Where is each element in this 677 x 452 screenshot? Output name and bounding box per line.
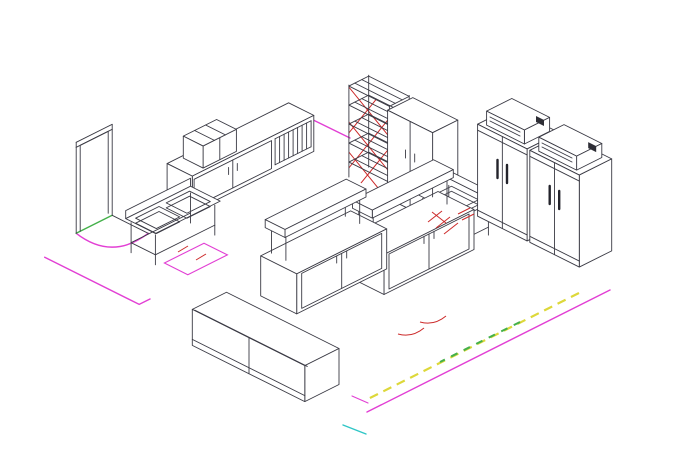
door-head-inner: [79, 130, 109, 146]
red-ticks-near-double-sink: [177, 245, 207, 261]
sink-bowl-1: [165, 190, 211, 219]
fridge-2-end-face: [578, 158, 613, 268]
door-leaf-line: [111, 214, 149, 234]
wall-line-magenta-left: [44, 256, 151, 306]
aisle-line-yellow-dashed: [367, 292, 580, 400]
worktable-1-overshelf: [264, 178, 367, 261]
low-cabinet-top-edge: [194, 309, 308, 367]
fridge-2-condenser: [538, 124, 603, 171]
sink-bowl-2: [135, 206, 181, 234]
fridge-1-condenser-motor: [536, 116, 544, 126]
red-hatch-near-sink-table: [427, 210, 459, 235]
worktable-2-doors: [388, 213, 470, 290]
floor-tick-magenta: [351, 395, 369, 404]
red-swing-arcs-near-worktable: [397, 315, 447, 336]
double-sink: [125, 177, 221, 266]
fridge-1-condenser: [486, 98, 551, 145]
worktable-1-doors: [301, 232, 383, 309]
fridge-2-condenser-motor: [588, 142, 597, 153]
door-head-cap: [75, 123, 113, 143]
vent-grille: [274, 120, 312, 166]
worktable-1: [260, 178, 388, 315]
floor-outline-magenta-sink: [163, 242, 229, 276]
door-swing-arc: [75, 232, 149, 248]
low-cabinet: [191, 291, 340, 403]
red-annotations: [177, 207, 475, 336]
door-threshold-green: [75, 214, 113, 235]
worktable-2-overshelf: [352, 159, 454, 242]
utility-line-cyan: [342, 424, 367, 435]
red-swing-marks-near-fridge: [457, 207, 475, 221]
door-frame: [75, 123, 149, 248]
aisle-line-green-dashed: [439, 321, 521, 363]
low-cabinet-kick-line: [191, 338, 306, 397]
worktable-1-end-face: [260, 255, 298, 315]
countertop-appliance: [182, 119, 237, 169]
sink-legs: [130, 192, 216, 266]
fridge-2: [529, 124, 613, 268]
wall-line-magenta-right: [366, 289, 611, 413]
